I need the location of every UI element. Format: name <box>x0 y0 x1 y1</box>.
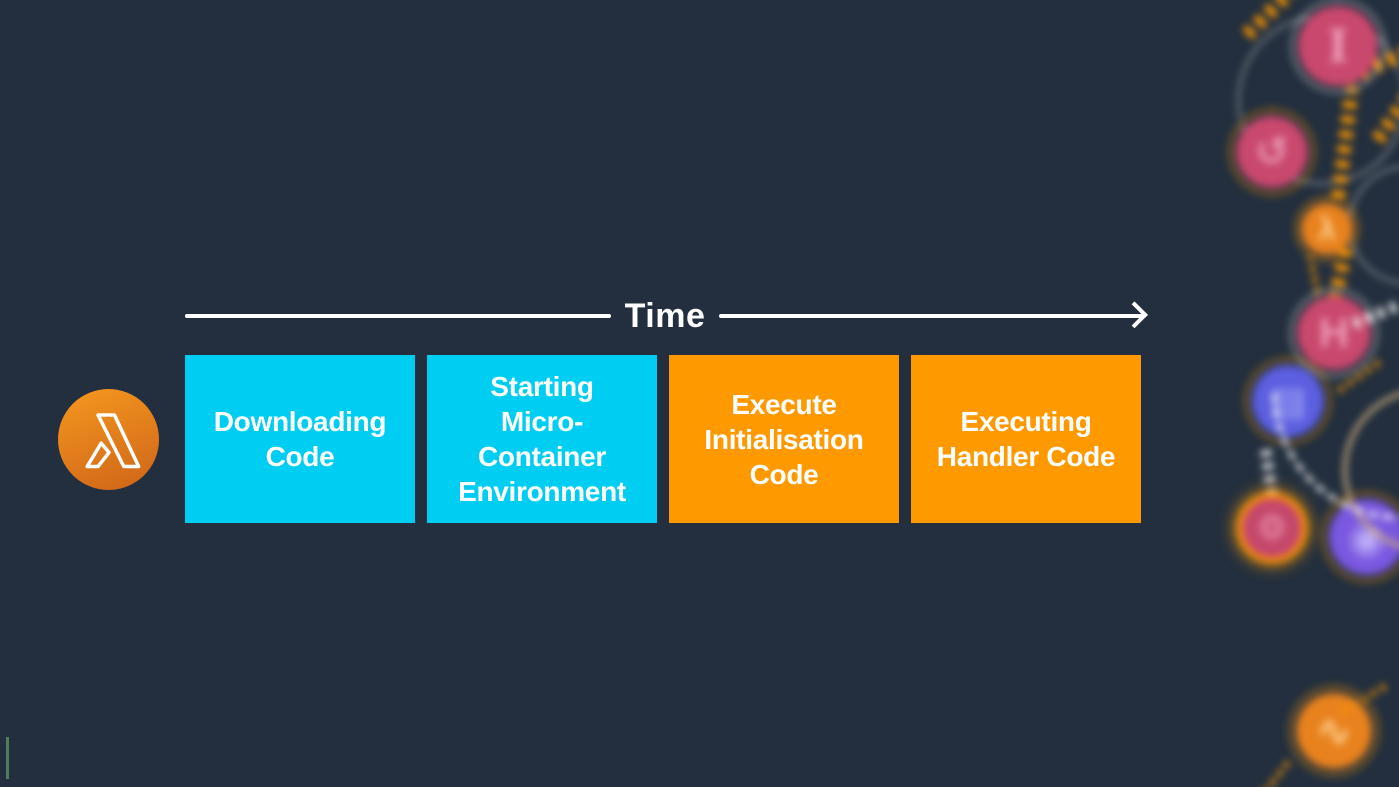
dotted-ring <box>1294 196 1360 262</box>
squiggle-node-icon: ∿ <box>1296 693 1372 769</box>
stage-boxes: Downloading Code Starting Micro- Contain… <box>185 355 1141 523</box>
lambda-glyph <box>84 412 140 468</box>
stage-label: Downloading Code <box>213 406 387 472</box>
stage-label: Starting Micro- Container Environment <box>458 371 626 507</box>
stage-box-downloading-code: Downloading Code <box>185 355 415 523</box>
dotted-connector <box>1255 755 1295 787</box>
time-axis-label: Time <box>624 296 706 335</box>
aws-network-decoration: I ↺ λ H ▤ ⚙ ◉ ∿ <box>1220 0 1399 787</box>
dotted-ring <box>1290 0 1386 94</box>
left-edge-accent-line <box>6 737 9 779</box>
sync-node-icon: ↺ <box>1236 116 1308 188</box>
dotted-ring <box>1289 288 1379 378</box>
stage-box-starting-micro-container: Starting Micro- Container Environment <box>427 355 657 523</box>
stage-label: Execute Initialisation Code <box>704 388 864 490</box>
stage-box-execute-initialisation: Execute Initialisation Code <box>669 355 899 523</box>
aws-lambda-icon <box>58 389 159 490</box>
stage-box-executing-handler: Executing Handler Code <box>911 355 1141 523</box>
glow-node-icon: ⚙ <box>1237 493 1307 563</box>
time-axis: Time <box>185 294 1145 338</box>
time-axis-line-left <box>185 314 611 318</box>
time-axis-arrow <box>719 314 1145 318</box>
dotted-ring <box>1228 108 1316 196</box>
lambda-node-icon: λ <box>1301 203 1353 255</box>
dotted-ring <box>1288 685 1380 777</box>
h-node-icon: H <box>1297 296 1371 370</box>
stage-label: Executing Handler Code <box>936 406 1116 472</box>
instance-node-icon: I <box>1298 6 1378 86</box>
